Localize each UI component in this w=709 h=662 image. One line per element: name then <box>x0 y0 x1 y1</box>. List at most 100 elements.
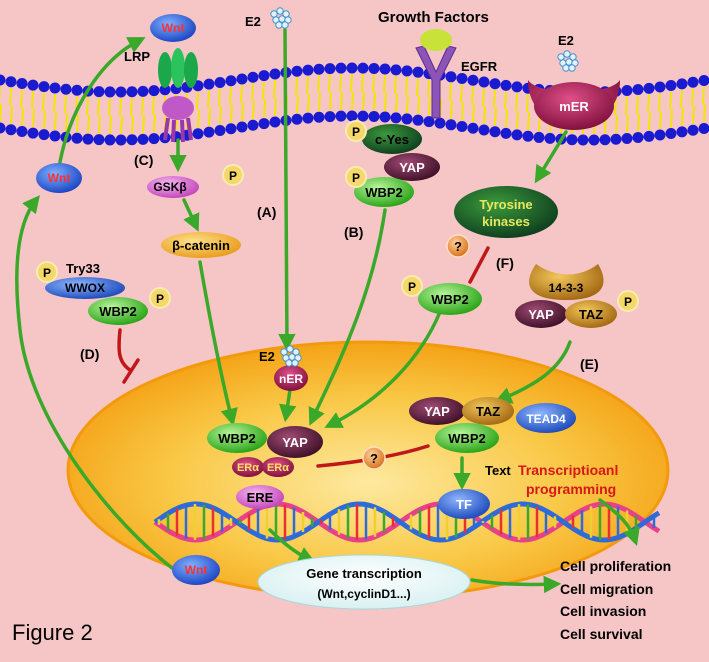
wbp2-f-node <box>418 283 482 315</box>
era-left-node <box>232 457 264 477</box>
e2-to-ner-arrow <box>278 28 296 352</box>
phospho-wbp2-d <box>149 287 171 309</box>
question-top-label: ? <box>454 239 462 254</box>
taz-e-label: TAZ <box>579 307 603 322</box>
lrp-receptor-icon <box>158 48 198 143</box>
phospho-wbp2-b <box>345 166 367 188</box>
pathway-e-label: (E) <box>580 356 599 372</box>
p-wbp2-d: P <box>156 292 164 306</box>
wbp2-right-label: WBP2 <box>448 431 486 446</box>
wnt-top-label: Wnt <box>162 21 185 35</box>
e2-top-label: E2 <box>245 14 261 29</box>
outcome-proliferation: Cell proliferation <box>560 558 671 574</box>
era-right-node <box>262 457 294 477</box>
transcription-label-1: Transcriptioanl <box>518 462 618 478</box>
wwox-label: WWOX <box>65 281 105 295</box>
yap-b-label: YAP <box>399 160 425 175</box>
question-mark-icon <box>362 446 386 470</box>
phospho-markers <box>36 120 639 312</box>
yap-e-node <box>515 300 567 328</box>
beta-catenin-node <box>161 232 241 258</box>
yap-nuclear-node <box>267 426 323 458</box>
wbp2-f-to-nucleus-arrow <box>324 310 442 428</box>
dna-helix-icon <box>153 501 661 543</box>
wbp2-right-node <box>435 423 499 453</box>
wnt-bottom-label: Wnt <box>185 563 208 577</box>
ner-node <box>274 365 308 391</box>
wbp2-f-label: WBP2 <box>431 292 469 307</box>
wbp2-d-label: WBP2 <box>99 304 137 319</box>
mer-to-tk-arrow <box>534 130 568 184</box>
tk-to-wbp2-inhibition <box>468 246 490 284</box>
yap-b-node <box>384 153 440 181</box>
pathway-f-label: (F) <box>496 255 514 271</box>
taz-right-label: TAZ <box>476 404 500 419</box>
c-yes-node <box>362 124 422 154</box>
yap-right-label: YAP <box>424 404 450 419</box>
yap-e-label: YAP <box>528 307 554 322</box>
gene-transcription-node <box>257 554 471 610</box>
gene-transcription-label-1: Gene transcription <box>306 566 422 581</box>
phospho-c-yes <box>345 120 367 142</box>
p-gsk: P <box>229 169 237 183</box>
bcatenin-to-wbp2-arrow <box>198 260 238 427</box>
arrows <box>15 28 640 594</box>
phospho-yap-taz <box>617 290 639 312</box>
transcription-label-2: programming <box>526 481 616 497</box>
p-yap-taz: P <box>624 295 632 309</box>
programming-to-outcomes-arrow <box>598 498 640 546</box>
wnt-top-node <box>150 14 196 42</box>
wnt-secretion-arrow <box>58 37 146 164</box>
wbp2-b-node <box>354 177 414 207</box>
wbp2-d-node <box>88 297 148 325</box>
wnt-feedback-arrow <box>15 195 174 570</box>
ner-to-yap-arrow <box>279 388 297 423</box>
pathway-b-label: (B) <box>344 224 363 240</box>
wnt-left-label: Wnt <box>48 171 71 185</box>
tyrosine-kinases-node <box>454 186 558 238</box>
p-wbp2-f: P <box>408 280 416 294</box>
tk-label-1: Tyrosine <box>479 197 532 212</box>
dna-to-gene-arrow <box>268 528 316 563</box>
e2-right-label: E2 <box>558 33 574 48</box>
wwox-inhibition <box>117 328 132 372</box>
wbp2-b-to-nucleus-arrow <box>308 208 387 426</box>
tf-label: TF <box>456 497 472 512</box>
tead4-node <box>516 403 576 433</box>
tk-label-2: kinases <box>482 214 530 229</box>
phospho-gsk <box>222 164 244 186</box>
gene-transcription-label-2: (Wnt,cyclinD1...) <box>317 587 410 601</box>
protein-14-3-3-label: 14-3-3 <box>549 281 584 295</box>
text-tag-label: Text <box>485 463 511 478</box>
gsk-to-bcatenin-arrow <box>182 198 200 232</box>
egfr-label: EGFR <box>461 59 498 74</box>
egfr-receptor-icon <box>415 45 457 119</box>
wnt-bottom-node <box>172 555 220 585</box>
protein-14-3-3-node <box>529 264 604 300</box>
ner-label: nER <box>279 372 303 386</box>
p-wbp2-b: P <box>352 171 360 185</box>
c-yes-label: c-Yes <box>375 132 409 147</box>
gsk-label: GSKβ <box>153 180 186 194</box>
wbp2-b-label: WBP2 <box>365 185 403 200</box>
phospho-wbp2-f <box>401 275 423 297</box>
try33-label: Try33 <box>66 261 100 276</box>
taz-right-node <box>462 397 514 425</box>
mer-receptor <box>528 80 620 130</box>
wwox-node <box>45 277 125 299</box>
phospho-try33 <box>36 261 58 283</box>
diagram-labels: E2 Growth Factors EGFR E2 LRP Wnt Wnt Wn… <box>43 9 671 642</box>
yap-right-node <box>409 397 465 425</box>
pathway-d-label: (D) <box>80 346 99 362</box>
wbp2-nuclear-label: WBP2 <box>218 431 256 446</box>
pathway-c-label: (C) <box>134 152 153 168</box>
p-c-yes: P <box>352 125 360 139</box>
question-mark-icon <box>446 234 470 258</box>
wbp2-nuclear-node <box>207 423 267 453</box>
gene-to-outcomes-arrow <box>470 575 562 594</box>
beta-catenin-label: β-catenin <box>172 238 230 253</box>
lrp-label: LRP <box>124 49 150 64</box>
figure-caption: Figure 2 <box>12 620 93 645</box>
outcome-survival: Cell survival <box>560 626 643 642</box>
